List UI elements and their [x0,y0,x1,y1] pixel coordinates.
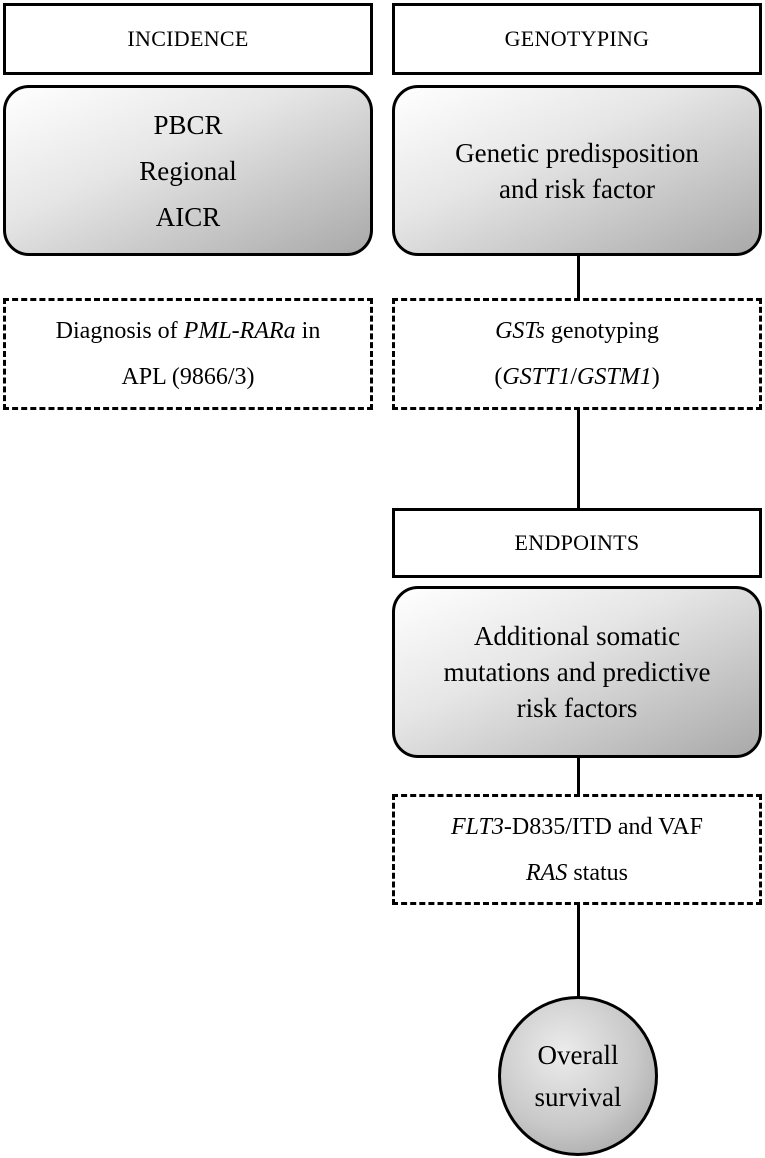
registry-line-aicr: AICR [155,201,221,232]
gst-separator: / [570,364,578,390]
ras-text-post: status [567,859,628,886]
gst-text-post: genotyping [544,318,659,344]
mutation-line-2: RAS status [526,850,628,896]
incidence-header-label: INCIDENCE [127,26,249,51]
endpoints-header-label: ENDPOINTS [514,530,640,555]
gst-line-2: (GSTT1/GSTM1) [494,354,659,400]
somatic-line-3: risk factors [516,693,638,723]
predisposition-line-2: and risk factor [499,173,655,204]
connector-somatic-to-mutations [577,758,580,794]
ras-gene: RAS [526,859,568,886]
gstm1-gene: GSTM1 [577,364,652,390]
connector-mutations-to-survival [577,905,580,997]
registry-box: PBCR Regional AICR [3,85,373,256]
outcome-line-1: Overall [537,1040,619,1070]
gst-paren-close: ) [651,364,660,390]
predisposition-line-1: Genetic predisposition [455,137,699,168]
flt3-gene: FLT3 [451,813,504,840]
mutation-status-box: FLT3-D835/ITD and VAF RAS status [392,794,762,905]
diagnosis-line-1: Diagnosis of PML-RARa in [56,308,321,354]
gst-paren-open: ( [494,364,503,390]
registry-line-regional: Regional [139,155,237,186]
flt3-text-post: -D835/ITD and VAF [503,813,703,840]
connector-gst-to-endpoints [577,410,580,508]
gst-line-1: GSTs genotyping [495,308,659,354]
genotyping-header-label: GENOTYPING [504,26,650,51]
somatic-line-1: Additional somatic [473,621,681,651]
incidence-header: INCIDENCE [3,3,373,75]
gst-genotyping-box: GSTs genotyping (GSTT1/GSTM1) [392,298,762,410]
registry-line-pbcr: PBCR [153,109,223,140]
gst-gene: GSTs [495,318,545,344]
somatic-mutations-box: Additional somatic mutations and predict… [392,586,762,758]
genotyping-header: GENOTYPING [392,3,762,75]
endpoints-header: ENDPOINTS [392,508,762,578]
outcome-line-2: survival [534,1082,622,1112]
diagnosis-text-post: in [295,318,321,344]
gstt1-gene: GSTT1 [502,364,571,390]
overall-survival-circle: Overall survival [498,996,658,1156]
predisposition-box: Genetic predisposition and risk factor [392,85,762,256]
diagnosis-text-pre: Diagnosis of [55,318,184,344]
somatic-line-2: mutations and predictive [443,657,711,687]
connector-predisposition-to-gst [577,256,580,298]
mutation-line-1: FLT3-D835/ITD and VAF [451,804,703,850]
diagnosis-line-2: APL (9866/3) [121,364,255,390]
diagnosis-gene: PML-RARa [183,318,296,344]
diagnosis-box: Diagnosis of PML-RARa in APL (9866/3) [3,298,373,410]
